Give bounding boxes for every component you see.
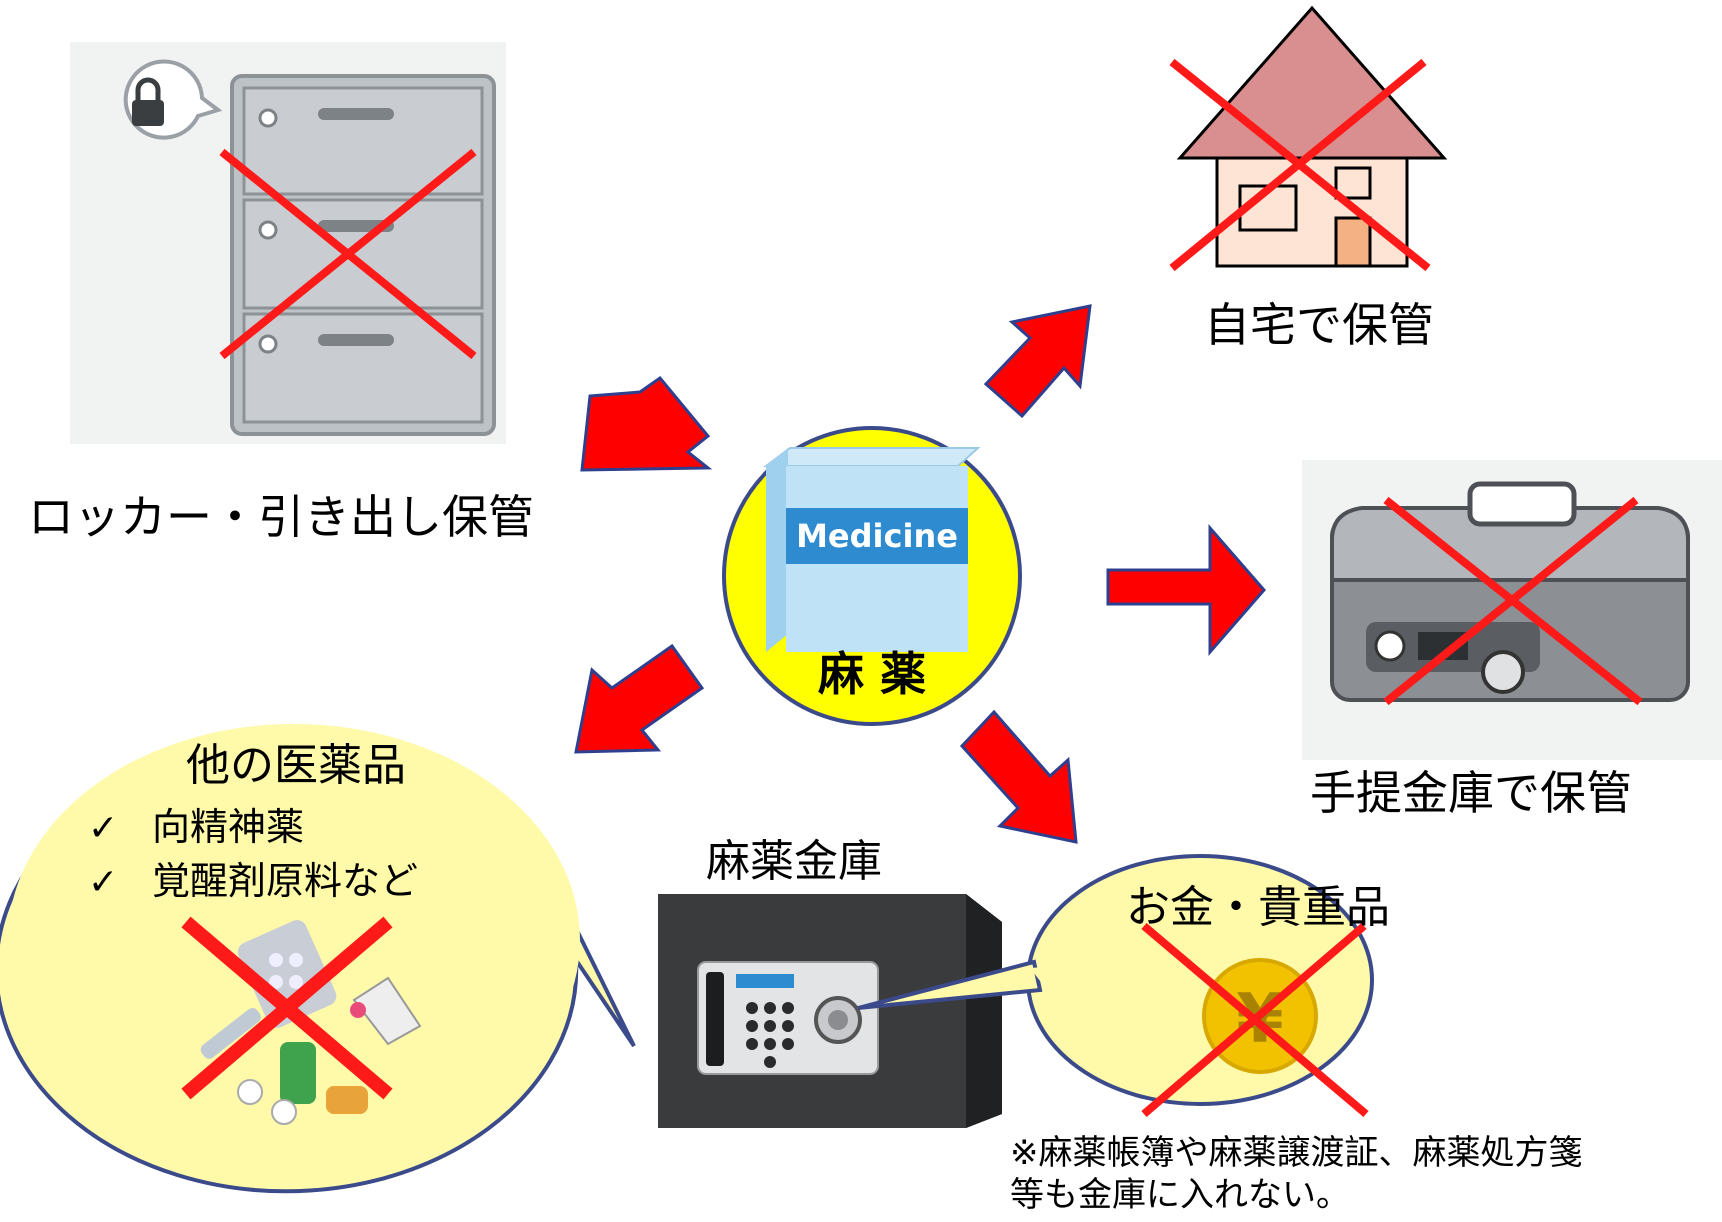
check-icon: ✓ (88, 808, 118, 849)
locker-cross (219, 148, 477, 360)
house-cross (1169, 58, 1431, 272)
center-narcotics: Medicine 麻 薬 (722, 426, 1022, 726)
other-drugs-title: 他の医薬品 (186, 740, 406, 791)
other-drugs-item-1: 向精神薬 (152, 805, 304, 849)
arrow-to-cashbox (1106, 523, 1266, 657)
arrow-to-locker (580, 375, 713, 472)
check-icon: ✓ (88, 862, 118, 903)
arrow-to-other-drugs (574, 643, 705, 754)
lock-icon (123, 59, 223, 140)
house-illustration (1169, 5, 1448, 272)
house-label: 自宅で保管 (1204, 298, 1434, 352)
cashbox-cross (1383, 496, 1643, 706)
arrow-to-house (983, 304, 1092, 419)
medicine-box-icon: Medicine (763, 447, 981, 652)
note-line-2: 等も金庫に入れない。 (1010, 1175, 1350, 1215)
locker-label: ロッカー・引き出し保管 (28, 490, 534, 544)
note-line-1: ※麻薬帳簿や麻薬譲渡証、麻薬処方箋 (1010, 1133, 1583, 1173)
cashbox-label: 手提金庫で保管 (1310, 766, 1632, 820)
medicine-text: Medicine (796, 517, 958, 555)
other-drugs-bubble: 他の医薬品 ✓ 向精神薬 ✓ 覚醒剤原料など (0, 724, 636, 1194)
arrow-to-valuables (959, 709, 1078, 844)
valuables-cross (1141, 922, 1369, 1118)
safe-label: 麻薬金庫 (706, 836, 882, 887)
other-drugs-cross (181, 916, 393, 1100)
assorted-drugs-illustration (200, 920, 422, 1125)
narcotics-safe-illustration (658, 894, 1002, 1128)
valuables-bubble: ¥ (857, 854, 1374, 1118)
cashbox-illustration (1302, 460, 1722, 760)
locker-illustration (70, 42, 506, 444)
narcotics-label: 麻 薬 (818, 647, 926, 701)
other-drugs-item-2: 覚醒剤原料など (152, 859, 418, 903)
valuables-label: お金・貴重品 (1126, 882, 1390, 933)
